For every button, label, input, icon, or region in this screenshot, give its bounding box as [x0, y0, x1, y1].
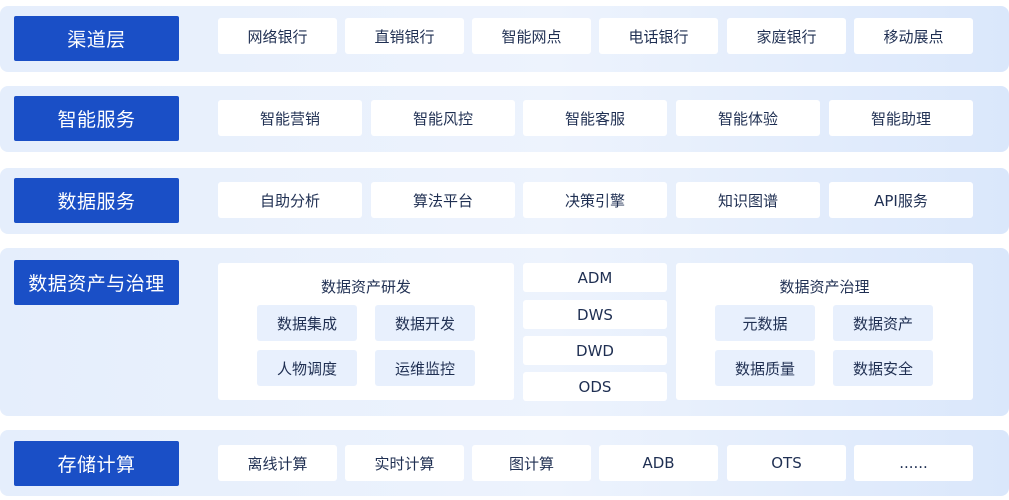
data-service-item: 决策引擎 — [523, 182, 667, 218]
asset-management-title: 数据资产治理 — [779, 278, 870, 296]
intelligent-service-band: 智能服务 智能营销 智能风控 智能客服 智能体验 智能助理 — [0, 86, 1009, 152]
asset-research-item: 数据集成 — [257, 305, 357, 341]
channel-item: 智能网点 — [472, 18, 591, 54]
data-service-item: 算法平台 — [371, 182, 515, 218]
storage-compute-item: ADB — [599, 445, 718, 481]
data-service-item: API服务 — [829, 182, 973, 218]
storage-compute-label: 存储计算 — [14, 441, 179, 486]
channel-item: 家庭银行 — [727, 18, 846, 54]
channel-layer-label: 渠道层 — [14, 16, 179, 61]
asset-research-item: 数据开发 — [375, 305, 475, 341]
storage-compute-item: 离线计算 — [218, 445, 337, 481]
warehouse-layer-dws: DWS — [523, 300, 667, 329]
data-service-band: 数据服务 自助分析 算法平台 决策引擎 知识图谱 API服务 — [0, 168, 1009, 234]
asset-management-panel: 数据资产治理 元数据 数据资产 数据质量 数据安全 — [676, 263, 973, 400]
data-service-item: 知识图谱 — [676, 182, 820, 218]
data-service-item: 自助分析 — [218, 182, 362, 218]
warehouse-layer-ods: ODS — [523, 372, 667, 401]
asset-research-item: 人物调度 — [257, 350, 357, 386]
asset-management-item: 数据资产 — [833, 305, 933, 341]
intelligent-service-item: 智能体验 — [676, 100, 820, 136]
intelligent-service-item: 智能客服 — [523, 100, 667, 136]
intelligent-service-item: 智能风控 — [371, 100, 515, 136]
data-governance-band: 数据资产与治理 数据资产研发 数据集成 数据开发 人物调度 运维监控 ADM D… — [0, 248, 1009, 416]
channel-item: 网络银行 — [218, 18, 337, 54]
channel-item: 移动展点 — [854, 18, 973, 54]
storage-compute-item: 实时计算 — [345, 445, 464, 481]
channel-item: 电话银行 — [599, 18, 718, 54]
asset-research-panel: 数据资产研发 数据集成 数据开发 人物调度 运维监控 — [218, 263, 514, 400]
storage-compute-item: ...... — [854, 445, 973, 481]
channel-item: 直销银行 — [345, 18, 464, 54]
intelligent-service-item: 智能助理 — [829, 100, 973, 136]
asset-management-item: 数据质量 — [715, 350, 815, 386]
asset-management-item: 元数据 — [715, 305, 815, 341]
warehouse-layer-adm: ADM — [523, 263, 667, 292]
storage-compute-item: 图计算 — [472, 445, 591, 481]
asset-research-title: 数据资产研发 — [320, 278, 411, 296]
data-service-label: 数据服务 — [14, 178, 179, 223]
intelligent-service-item: 智能营销 — [218, 100, 362, 136]
asset-research-item: 运维监控 — [375, 350, 475, 386]
warehouse-layer-dwd: DWD — [523, 336, 667, 365]
storage-compute-band: 存储计算 离线计算 实时计算 图计算 ADB OTS ...... — [0, 430, 1009, 496]
intelligent-service-label: 智能服务 — [14, 96, 179, 141]
channel-layer-band: 渠道层 网络银行 直销银行 智能网点 电话银行 家庭银行 移动展点 — [0, 6, 1009, 72]
data-governance-label: 数据资产与治理 — [14, 260, 179, 305]
asset-management-item: 数据安全 — [833, 350, 933, 386]
storage-compute-item: OTS — [727, 445, 846, 481]
